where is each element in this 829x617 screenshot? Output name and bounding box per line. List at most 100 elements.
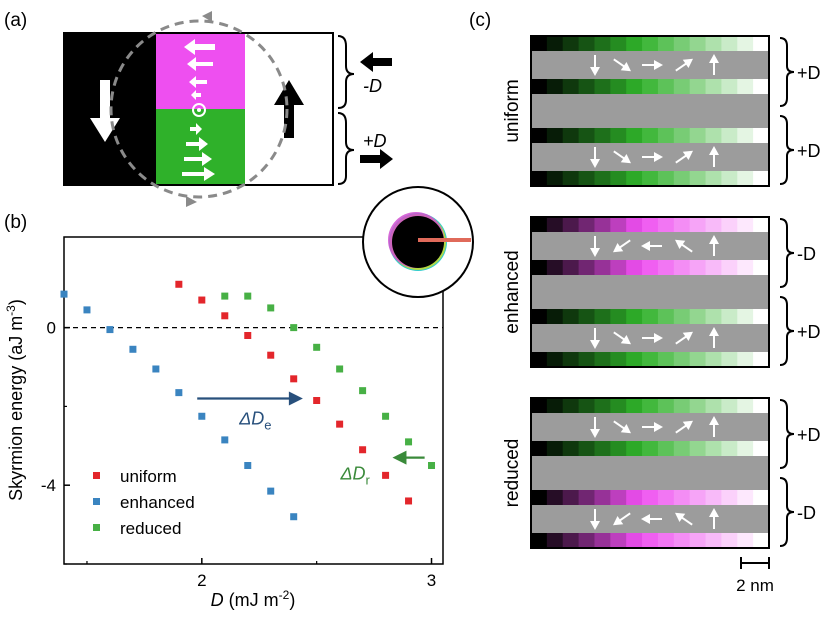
loop-arrow-top-icon — [202, 11, 212, 22]
map-cell — [721, 490, 738, 505]
spin-arrow-icon — [612, 239, 631, 253]
map-cell — [610, 533, 627, 548]
point-reduced — [267, 304, 275, 312]
map-cell — [578, 490, 595, 505]
right-arrow-icon — [360, 149, 393, 169]
map-cell — [753, 533, 770, 548]
map-cell — [562, 217, 579, 232]
map-cell — [721, 171, 738, 186]
delta-de-label: ΔDe — [238, 409, 271, 433]
map-cell — [642, 36, 659, 51]
map-cell — [753, 36, 770, 51]
map-cell — [689, 128, 706, 143]
map-cell — [610, 352, 627, 367]
map-frame — [530, 35, 770, 187]
spin-arrow-icon — [590, 236, 600, 257]
legend-label-enhanced: enhanced — [120, 493, 195, 512]
map-cell — [531, 533, 548, 548]
map-cell — [594, 398, 611, 413]
spin-arrow-icon — [641, 241, 662, 251]
point-uniform — [359, 446, 367, 454]
map-cell — [721, 533, 738, 548]
point-uniform — [175, 280, 183, 288]
map-cell — [753, 79, 770, 94]
legend-label-reduced: reduced — [120, 519, 181, 538]
map-cell — [531, 79, 548, 94]
map-cell — [689, 36, 706, 51]
map-cell — [578, 79, 595, 94]
map-cell — [610, 398, 627, 413]
map-cell — [721, 309, 738, 324]
map-cell — [626, 309, 643, 324]
map-cell — [610, 217, 627, 232]
point-uniform — [405, 497, 413, 505]
point-enhanced — [198, 412, 206, 420]
up-arrow-icon — [274, 80, 304, 138]
map-cell — [705, 128, 722, 143]
point-enhanced — [244, 462, 252, 470]
map-cell — [531, 352, 548, 367]
map-cell — [594, 79, 611, 94]
map-cell — [737, 36, 754, 51]
map-cell — [626, 490, 643, 505]
map-cell — [546, 171, 564, 186]
sign-label: -D — [797, 244, 816, 264]
map-cell — [753, 171, 770, 186]
spin-arrow-icon — [674, 512, 693, 526]
map-cell — [562, 533, 579, 548]
map-cell — [578, 128, 595, 143]
spin-arrow-icon — [642, 422, 663, 432]
delta-dr-label: ΔDr — [339, 464, 370, 488]
map-cell — [689, 309, 706, 324]
map-cell — [737, 533, 754, 548]
map-cell — [531, 398, 548, 413]
map-cell — [753, 309, 770, 324]
point-reduced — [428, 462, 436, 470]
map-cell — [562, 441, 579, 456]
x-tick-label: 3 — [427, 571, 436, 590]
map-cell — [594, 490, 611, 505]
map-cell — [626, 352, 643, 367]
rotation-loop — [109, 19, 289, 199]
map-cell — [689, 260, 706, 275]
map-cell — [594, 36, 611, 51]
map-cell — [705, 398, 722, 413]
map-cell — [610, 36, 627, 51]
map-cell — [721, 441, 738, 456]
bracket — [779, 37, 795, 107]
map-cell — [705, 441, 722, 456]
wall-arrows-bottom — [182, 123, 215, 181]
map-cell — [673, 398, 691, 413]
map-cell — [705, 171, 722, 186]
map-cell — [578, 352, 595, 367]
map-cell — [673, 79, 691, 94]
point-enhanced — [267, 487, 275, 495]
spin-arrow-icon — [590, 328, 600, 349]
spin-arrow-icon — [675, 150, 694, 164]
map-cell — [753, 490, 770, 505]
map-cell — [657, 309, 675, 324]
point-uniform — [198, 296, 206, 304]
map-cell — [642, 260, 659, 275]
point-enhanced — [129, 345, 137, 353]
map-cell — [626, 217, 643, 232]
legend-label-uniform: uniform — [120, 467, 177, 486]
spin-arrow-icon — [590, 55, 600, 76]
map-cell — [737, 171, 754, 186]
map-cell — [737, 441, 754, 456]
map-cell — [562, 352, 579, 367]
map-cell — [657, 79, 675, 94]
point-uniform — [336, 420, 344, 428]
legend-marker-uniform — [93, 472, 100, 479]
sign-label: +D — [797, 63, 821, 83]
loop-arrow-bottom-icon — [186, 196, 197, 207]
spin-arrow-icon — [675, 58, 694, 72]
map-cell — [705, 533, 722, 548]
map-cell — [546, 79, 564, 94]
point-enhanced — [106, 326, 114, 334]
map-cell — [546, 398, 564, 413]
map-cell — [531, 217, 548, 232]
map-cell — [737, 217, 754, 232]
map-label-uniform: uniform — [502, 79, 523, 142]
sign-label: +D — [797, 425, 821, 445]
